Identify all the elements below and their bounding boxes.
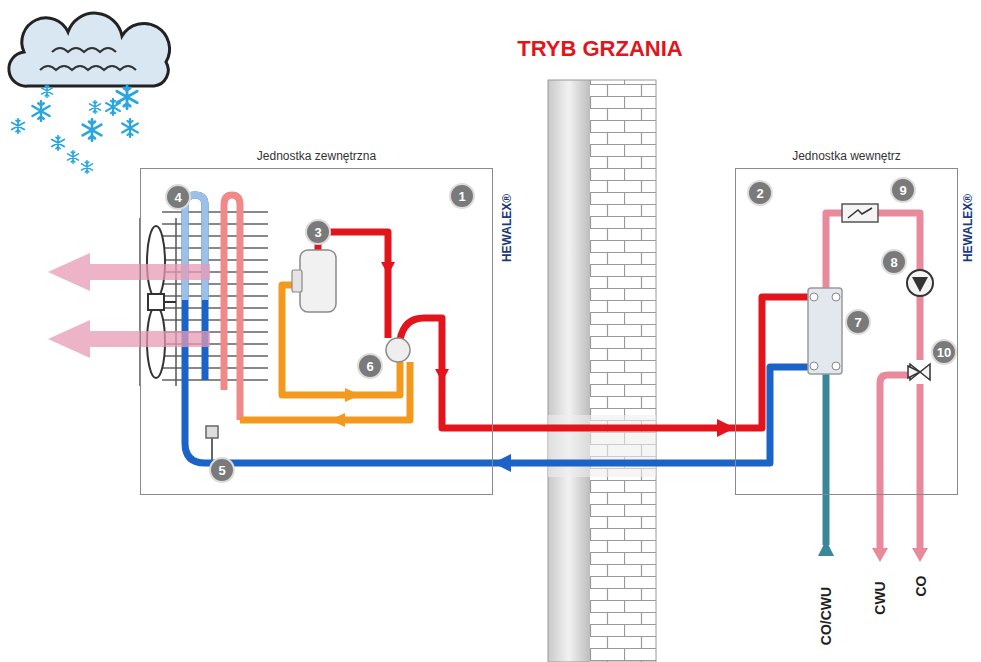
callout-number: 10 [937, 346, 951, 359]
unit-housing: Jednostka wewnętrz278910 [735, 168, 958, 495]
callout-circle: 6 [357, 353, 383, 379]
refrigerant-pipe [493, 425, 735, 432]
brand-label: HEWALEX® [962, 194, 974, 262]
callout-number: 2 [756, 187, 763, 200]
callout-circle: 9 [890, 177, 916, 203]
callout-circle: 5 [209, 457, 235, 483]
callout-number: 1 [458, 190, 465, 203]
callout-circle: 8 [881, 249, 907, 275]
diagram-title: TRYB GRZANIA [517, 36, 682, 62]
callout-number: 4 [174, 191, 181, 204]
callout-circle: 4 [165, 184, 191, 210]
callout-number: 7 [854, 316, 861, 329]
callout-circle: 1 [449, 183, 475, 209]
callout-number: 9 [899, 184, 906, 197]
unit-heading: Jednostka zewnętrzna [257, 149, 376, 163]
unit-housing: Jednostka zewnętrzna13456 [140, 168, 493, 495]
callout-circle: 10 [931, 339, 957, 365]
brand-label: HEWALEX® [501, 194, 513, 262]
callout-number: 5 [218, 464, 225, 477]
callout-circle: 3 [305, 219, 331, 245]
callout-number: 6 [366, 360, 373, 373]
unit-heading: Jednostka wewnętrz [792, 149, 901, 163]
refrigerant-pipe [493, 460, 735, 467]
pipe-label: CO [913, 576, 927, 597]
callout-circle: 7 [845, 309, 871, 335]
callout-number: 3 [314, 226, 321, 239]
callout-number: 8 [890, 256, 897, 269]
pipe-label: CO/CWU [819, 587, 833, 645]
pipe-label: CWU [873, 581, 887, 614]
callout-circle: 2 [747, 180, 773, 206]
